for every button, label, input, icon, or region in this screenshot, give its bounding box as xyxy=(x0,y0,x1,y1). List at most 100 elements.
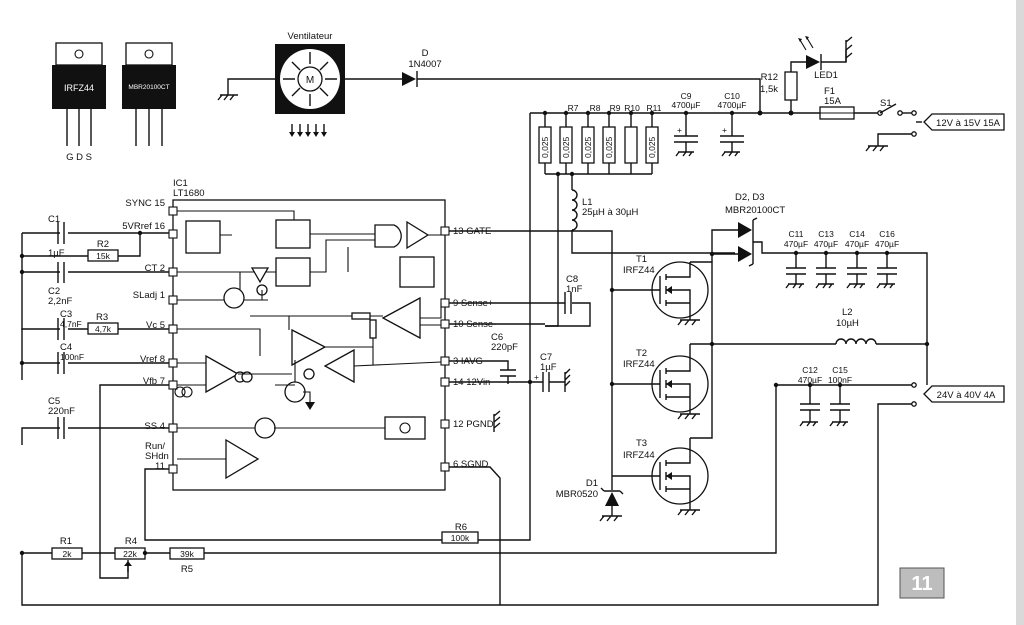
r3-ref: R3 xyxy=(96,312,108,323)
d2d3-ref: D2, D3 xyxy=(735,192,765,203)
c4-val: 100nF xyxy=(60,352,84,362)
d1-ref: D1 xyxy=(586,478,598,489)
c5-val: 220nF xyxy=(48,406,75,417)
inductor-l1: L1 25µH à 30µH xyxy=(571,174,735,254)
capacitor-c10: C10 4700µF + xyxy=(718,91,747,157)
fuse-ref: F1 xyxy=(824,86,835,97)
page-badge-number: 11 xyxy=(911,573,932,595)
pin-11: 11 xyxy=(155,461,165,472)
shunt-ref-r9: R9 xyxy=(610,103,621,113)
fuse-val: 15A xyxy=(824,96,842,107)
c1-val: 1µF xyxy=(48,248,65,259)
page-badge: 11 xyxy=(899,567,945,599)
pin-ct: CT 2 xyxy=(145,263,165,274)
t3-part: IRFZ44 xyxy=(623,450,655,461)
r4-val: 22k xyxy=(123,549,137,559)
r5-ref: R5 xyxy=(181,564,193,575)
pin-shdn: SHdn xyxy=(145,451,169,462)
c3-val: 4,7nF xyxy=(60,319,82,329)
package-mbr-label: MBR20100CT xyxy=(128,84,169,91)
inductor-l2: L2 10µH xyxy=(712,307,927,345)
c3-ref: C3 xyxy=(60,309,72,320)
switch-ref: S1 xyxy=(880,98,892,109)
fuse-f1: F1 15A xyxy=(819,86,855,120)
r6-ref: R6 xyxy=(455,522,467,533)
pin-ss: SS 4 xyxy=(144,421,165,432)
c9-val: 4700µF xyxy=(672,100,701,110)
package-mbr20100ct: MBR20100CT xyxy=(122,42,176,146)
c13-ref: C13 xyxy=(818,229,834,239)
pin-sync: SYNC 15 xyxy=(125,198,165,209)
c14-ref: C14 xyxy=(849,229,865,239)
r2-val: 15k xyxy=(96,251,110,261)
c1-ref: C1 xyxy=(48,214,60,225)
c10-val: 4700µF xyxy=(718,100,747,110)
capacitor-c2: C2 2,2nF xyxy=(22,262,169,307)
c9-ref: C9 xyxy=(681,91,692,101)
capacitor-c4: C4 100nF xyxy=(22,342,169,374)
pin-sladj: SLadj 1 xyxy=(133,290,165,301)
d2d3-part: MBR20100CT xyxy=(725,205,785,216)
shunt-val-5: 0,025 xyxy=(647,136,657,158)
shunt-ref-r11: R11 xyxy=(647,103,662,113)
pin-sgnd: 6 SGND xyxy=(453,459,489,470)
capacitor-c8: C8 1nF xyxy=(564,274,583,314)
t2-part: IRFZ44 xyxy=(623,359,655,370)
c15-ref: C15 xyxy=(832,365,848,375)
svg-text:+: + xyxy=(534,372,539,382)
output-label-tag: 24V à 40V 4A xyxy=(923,385,1005,403)
c10-ref: C10 xyxy=(724,91,740,101)
r4-ref: R4 xyxy=(125,536,137,547)
l2-ref: L2 xyxy=(842,307,853,318)
c2-val: 2,2nF xyxy=(48,296,72,307)
pin-vc: Vc 5 xyxy=(146,320,165,331)
d1-part: MBR0520 xyxy=(556,489,598,500)
c7-ref: C7 xyxy=(540,352,552,363)
ic1: IC1 LT1680 SYNC 15 5VRref 16 CT 2 SLadj … xyxy=(122,178,501,491)
c11-val: 470µF xyxy=(784,239,808,249)
c12-ref: C12 xyxy=(802,365,818,375)
c8-ref: C8 xyxy=(566,274,578,285)
r12-val: 1,5k xyxy=(760,84,778,95)
diode-d-part: 1N4007 xyxy=(408,59,441,70)
t1-part: IRFZ44 xyxy=(623,265,655,276)
capacitor-c5: C5 220nF xyxy=(21,396,169,445)
capacitor-c6: C6 220pF xyxy=(449,332,518,384)
l2-val: 10µH xyxy=(836,318,859,329)
c16-ref: C16 xyxy=(879,229,895,239)
diode-d-ref: D xyxy=(422,48,429,59)
resistor-r1: R1 2k xyxy=(21,536,500,606)
pin-5vref: 5VRref 16 xyxy=(122,221,165,232)
r5-val: 39k xyxy=(180,549,194,559)
diode-d: D 1N4007 xyxy=(402,48,442,87)
l1-val: 25µH à 30µH xyxy=(582,207,639,218)
scan-edge xyxy=(1016,0,1024,625)
c2-ref: C2 xyxy=(48,286,60,297)
fan: Ventilateur M xyxy=(275,31,345,137)
fan-motor-label: M xyxy=(306,75,314,86)
capacitor-c9: C9 4700µF + xyxy=(672,91,701,157)
shunt-val-4: 0,025 xyxy=(604,136,614,158)
pin-vref: Vref 8 xyxy=(140,354,165,365)
c11-ref: C11 xyxy=(789,229,804,239)
resistor-r4: R4 22k xyxy=(114,536,170,572)
diode-d1: D1 MBR0520 xyxy=(556,476,624,522)
resistor-r5: 39k R5 xyxy=(169,385,777,575)
led-ref: LED1 xyxy=(814,70,838,81)
c12-val: 470µF xyxy=(798,375,822,385)
c13-val: 470µF xyxy=(814,239,838,249)
l1-ref: L1 xyxy=(582,197,593,208)
switch-s1[interactable]: S1 xyxy=(877,98,903,116)
package-irfz44-label: IRFZ44 xyxy=(64,83,94,93)
pin-pgnd: 12 PGND xyxy=(453,419,494,430)
pin-run: Run/ xyxy=(145,441,165,452)
c4-ref: C4 xyxy=(60,342,72,353)
pin-vfb: Vfb 7 xyxy=(143,376,165,387)
package-irfz44: IRFZ44 G D S xyxy=(52,42,106,163)
output-label: 24V à 40V 4A xyxy=(937,390,996,401)
input-label-tag: 12V à 15V 15A xyxy=(923,113,1005,131)
output-filter-caps: C12 470µF C15 100nF xyxy=(773,365,912,427)
capacitor-c7: C7 1µF + xyxy=(449,352,571,392)
r6-val: 100k xyxy=(451,533,470,543)
